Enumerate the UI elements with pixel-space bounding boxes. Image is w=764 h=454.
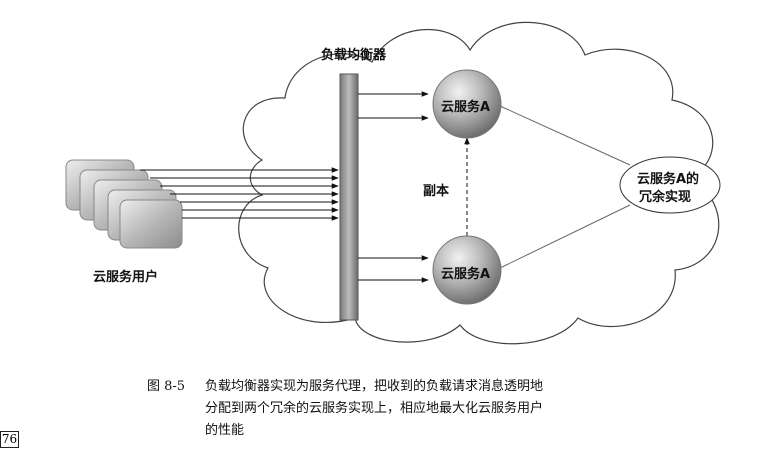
service-a-top-label: 云服务A xyxy=(441,100,491,115)
figure-number: 图 8-5 xyxy=(147,379,186,394)
redundant-label-line1: 云服务A的 xyxy=(637,172,700,187)
distribution-arrows xyxy=(358,91,429,283)
caption-line-3: 的性能 xyxy=(205,423,245,438)
redundancy-links xyxy=(499,105,631,269)
load-balancer-diagram xyxy=(65,21,721,345)
service-a-bottom-label: 云服务A xyxy=(441,267,491,282)
page-number: 76 xyxy=(0,431,19,448)
service-a-top-sphere xyxy=(432,69,502,139)
load-balancer-bar xyxy=(339,73,359,321)
redundant-implementation-ellipse xyxy=(619,156,721,214)
cloud-users-label: 云服务用户 xyxy=(93,270,159,285)
request-arrows xyxy=(140,167,339,221)
caption-line-1: 负载均衡器实现为服务代理，把收到的负载请求消息透明地 xyxy=(205,379,544,394)
cloud-shape xyxy=(238,21,720,345)
load-balancer-label: 负载均衡器 xyxy=(321,48,387,63)
caption-line-2: 分配到两个冗余的云服务实现上，相应地最大化云服务用户 xyxy=(205,401,544,416)
service-a-bottom-sphere xyxy=(432,235,502,305)
replica-label: 副本 xyxy=(423,184,450,199)
redundant-label-line2: 冗余实现 xyxy=(639,190,692,205)
cloud-users-icon xyxy=(65,159,183,249)
